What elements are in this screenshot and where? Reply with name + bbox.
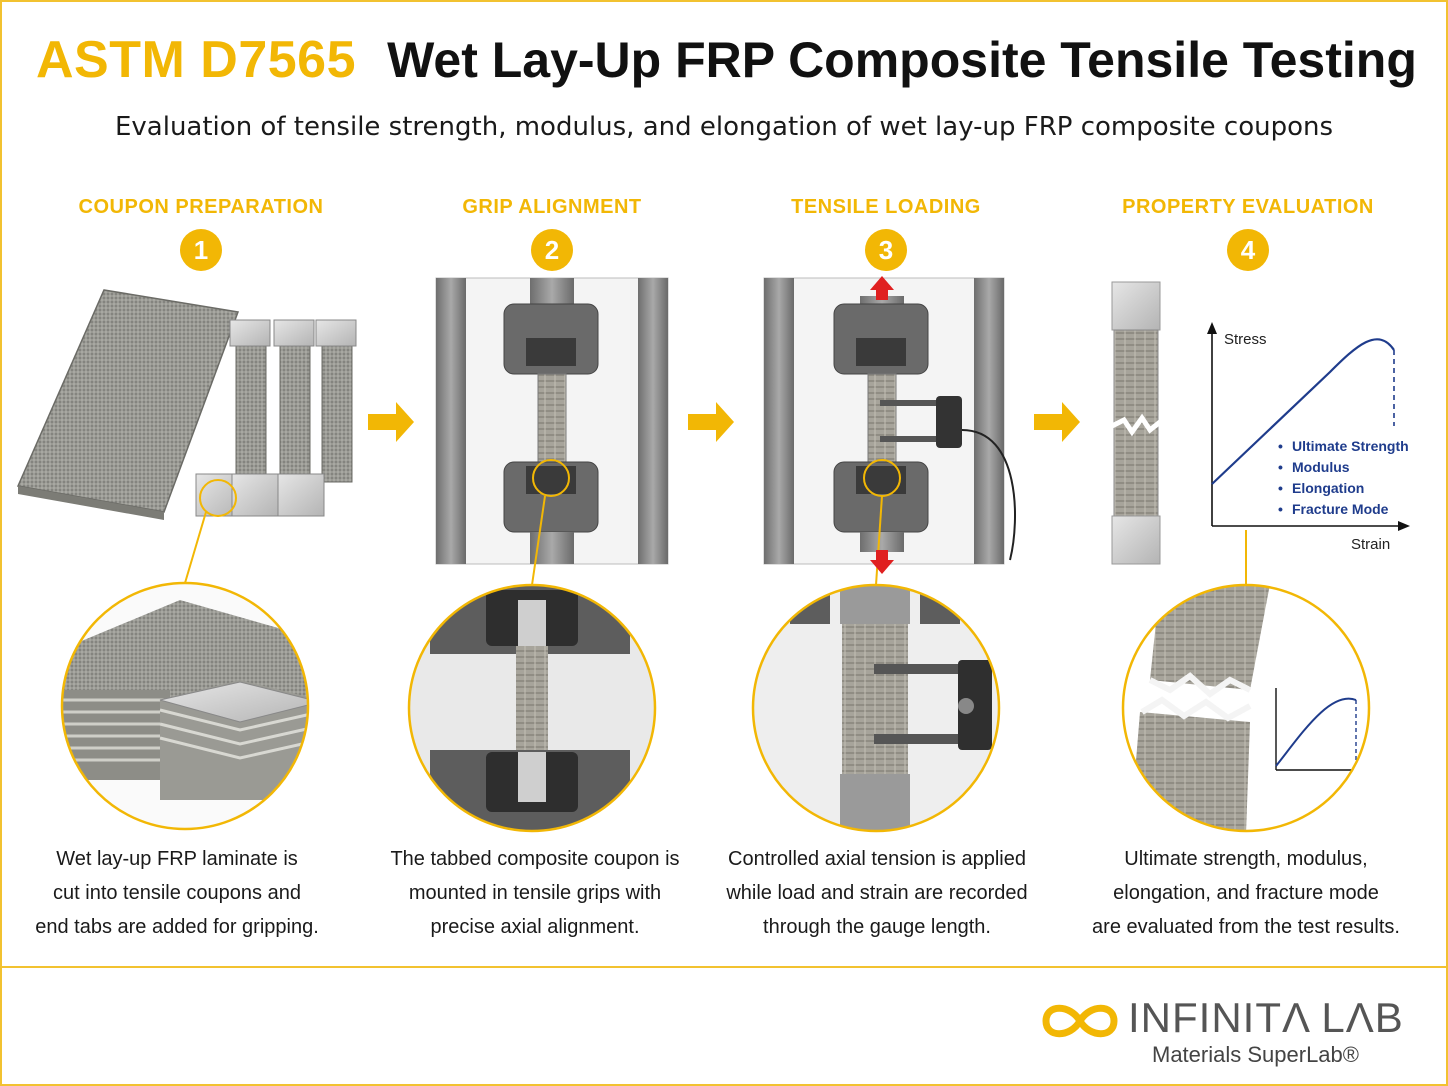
step-3-header: TENSILE LOADING 3 — [726, 196, 1046, 271]
test-frame-3 — [763, 277, 1017, 586]
arrow-up-icon — [870, 276, 894, 300]
y-axis-label: Stress — [1224, 331, 1267, 348]
flow-arrows — [368, 402, 1080, 442]
step-3-caption: Controlled axial tension is applied whil… — [726, 848, 1028, 938]
step-2-title: GRIP ALIGNMENT — [462, 196, 642, 218]
standard-code: ASTM D7565 — [36, 31, 356, 89]
graph-legend: • Ultimate Strength • Modulus • Elongati… — [1278, 438, 1409, 517]
laminate-plate — [16, 289, 240, 520]
legend-item-4: Fracture Mode — [1292, 501, 1389, 517]
step-1-caption: Wet lay-up FRP laminate is cut into tens… — [35, 848, 319, 938]
main-title: Wet Lay-Up FRP Composite Tensile Testing — [387, 32, 1417, 88]
extensometer — [880, 396, 1017, 561]
footer-divider — [2, 966, 1446, 968]
zoom-extensometer — [753, 585, 999, 831]
arrow-down-icon — [870, 550, 894, 574]
step-4-caption: Ultimate strength, modulus, elongation, … — [1092, 848, 1400, 938]
zoom-fracture — [1123, 585, 1369, 831]
brand-name: INFINITΛ LΛB — [1128, 994, 1404, 1041]
subtitle: Evaluation of tensile strength, modulus,… — [114, 112, 1334, 142]
zoom-marker-1 — [199, 479, 237, 517]
step-2-caption: The tabbed composite coupon is mounted i… — [390, 848, 680, 938]
legend-bullet-4: • — [1278, 501, 1283, 517]
legend-item-1: Ultimate Strength — [1292, 438, 1409, 454]
arrow-2-3 — [688, 402, 734, 442]
step-4-header: PROPERTY EVALUATION 4 — [1088, 196, 1408, 271]
step-1-header: COUPON PREPARATION 1 — [41, 196, 361, 271]
legend-bullet-1: • — [1278, 438, 1283, 454]
page-title: ASTM D7565 Wet Lay-Up FRP Composite Tens… — [36, 30, 1417, 104]
arrow-3-4 — [1034, 402, 1080, 442]
stress-strain-graph: Stress Strain • Ultimate Strength • Modu… — [1207, 322, 1410, 553]
infinity-icon — [1042, 1004, 1118, 1038]
step-4-number: 4 — [1227, 229, 1269, 271]
legend-bullet-3: • — [1278, 480, 1283, 496]
legend-item-3: Elongation — [1292, 480, 1364, 496]
arrow-1-2 — [368, 402, 414, 442]
coupon-3 — [277, 319, 357, 517]
zoom-laminate-layers — [62, 583, 308, 829]
step-2-header: GRIP ALIGNMENT 2 — [392, 196, 712, 271]
stress-strain-curve — [1211, 338, 1395, 485]
fractured-coupon — [1110, 281, 1162, 565]
legend-bullet-2: • — [1278, 459, 1283, 475]
brand-tagline: Materials SuperLab® — [1152, 1042, 1359, 1067]
brand-logo: INFINITΛ LΛB Materials SuperLab® — [1040, 992, 1420, 1072]
test-frame-2 — [435, 277, 669, 586]
step-1-title: COUPON PREPARATION — [78, 196, 324, 218]
step-2-number: 2 — [531, 229, 573, 271]
x-axis-label: Strain — [1351, 536, 1390, 553]
step-1-number: 1 — [180, 229, 222, 271]
coupon-2 — [231, 319, 315, 517]
step-4-title: PROPERTY EVALUATION — [1122, 196, 1374, 218]
step-3-number: 3 — [865, 229, 907, 271]
legend-item-2: Modulus — [1292, 459, 1350, 475]
step-3-title: TENSILE LOADING — [791, 196, 981, 218]
load-arrows — [870, 276, 894, 574]
